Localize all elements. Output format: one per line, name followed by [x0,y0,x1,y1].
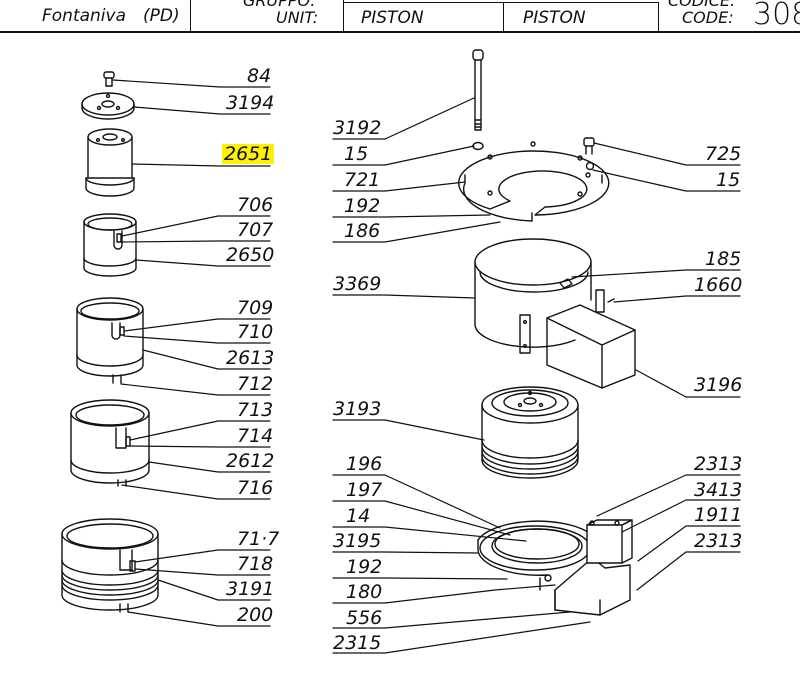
label-2313-bottom: 2313 [694,530,743,552]
code-label: CODE: [682,8,734,27]
label-2612: 2612 [226,450,275,472]
label-714: 714 [237,425,274,447]
left-leader-lines [112,79,271,627]
part-3191-ring [61,518,159,613]
right-leader-lines [571,142,741,591]
label-710: 710 [237,321,274,343]
code-cell: CODICE: CODE: 308 [658,0,800,32]
part-3193-piston [481,386,579,479]
label-1911: 1911 [694,504,743,526]
label-706: 706 [237,194,274,216]
label-15-left: 15 [344,143,369,165]
part-3369-housing [474,238,615,354]
part-2650-sleeve [83,213,137,277]
part-2612-sleeve [70,399,150,487]
label-725: 725 [705,143,742,165]
unit-value-it: PISTON [361,8,424,28]
label-2650: 2650 [226,244,275,266]
label-717: 71·7 [237,528,280,550]
label-712: 712 [237,373,274,395]
location-cell: Fontaniva (PD) [0,0,191,31]
group-label: GRUPPO: [243,0,316,10]
label-185: 185 [705,248,742,270]
label-3193: 3193 [333,398,382,420]
label-721: 721 [344,169,381,191]
label-713: 713 [237,399,274,421]
label-3413: 3413 [694,479,743,501]
callout-labels: 84 3194 2651 706 707 2650 709 710 2613 7… [0,33,800,673]
label-14: 14 [346,505,371,527]
label-180: 180 [346,581,383,603]
label-196: 196 [346,453,383,475]
part-base-assembly [477,519,633,616]
location-text: Fontaniva [42,6,127,26]
label-3191: 3191 [226,578,275,600]
middle-leader-lines [332,97,591,654]
label-192-top: 192 [344,195,381,217]
code-label-it: CODICE: [668,0,736,10]
label-3194: 3194 [226,92,275,114]
unit-label: UNIT: [276,8,319,27]
unit-value-en: PISTON [523,8,586,28]
label-556: 556 [346,607,383,629]
part-725-screw [583,137,595,155]
label-3196: 3196 [694,374,743,396]
label-2313-top: 2313 [694,453,743,475]
label-200: 200 [237,604,274,626]
unit-value-cell-en: PISTON [503,2,659,32]
part-721-flange [458,141,610,222]
label-3369: 3369 [333,273,382,295]
part-2613-sleeve [76,297,144,384]
label-718: 718 [237,553,274,575]
part-84-screw [103,71,115,87]
label-2651-highlighted: 2651 [222,143,275,165]
part-3196-block [546,304,636,389]
label-192-bottom: 192 [346,556,383,578]
label-2613: 2613 [226,347,275,369]
label-3195: 3195 [333,530,382,552]
label-197: 197 [346,479,383,501]
label-84: 84 [247,65,272,87]
part-3192-bolt [472,49,484,131]
label-3192: 3192 [333,117,382,139]
label-2315: 2315 [333,632,382,654]
label-15-right: 15 [716,169,741,191]
label-707: 707 [237,219,274,241]
title-block: Fontaniva (PD) GRUPPO: UNIT: PISTON PIST… [0,0,800,33]
province-text: (PD) [143,6,180,26]
part-2651-cylinder [85,128,135,197]
label-1660: 1660 [694,274,743,296]
unit-value-cell-it: PISTON [343,2,504,32]
label-709: 709 [237,297,274,319]
part-3194-cap [81,92,135,120]
label-186: 186 [344,220,381,242]
label-716: 716 [237,477,274,499]
unit-label-cell: GRUPPO: UNIT: [190,0,344,31]
code-value: 308 [753,0,800,32]
